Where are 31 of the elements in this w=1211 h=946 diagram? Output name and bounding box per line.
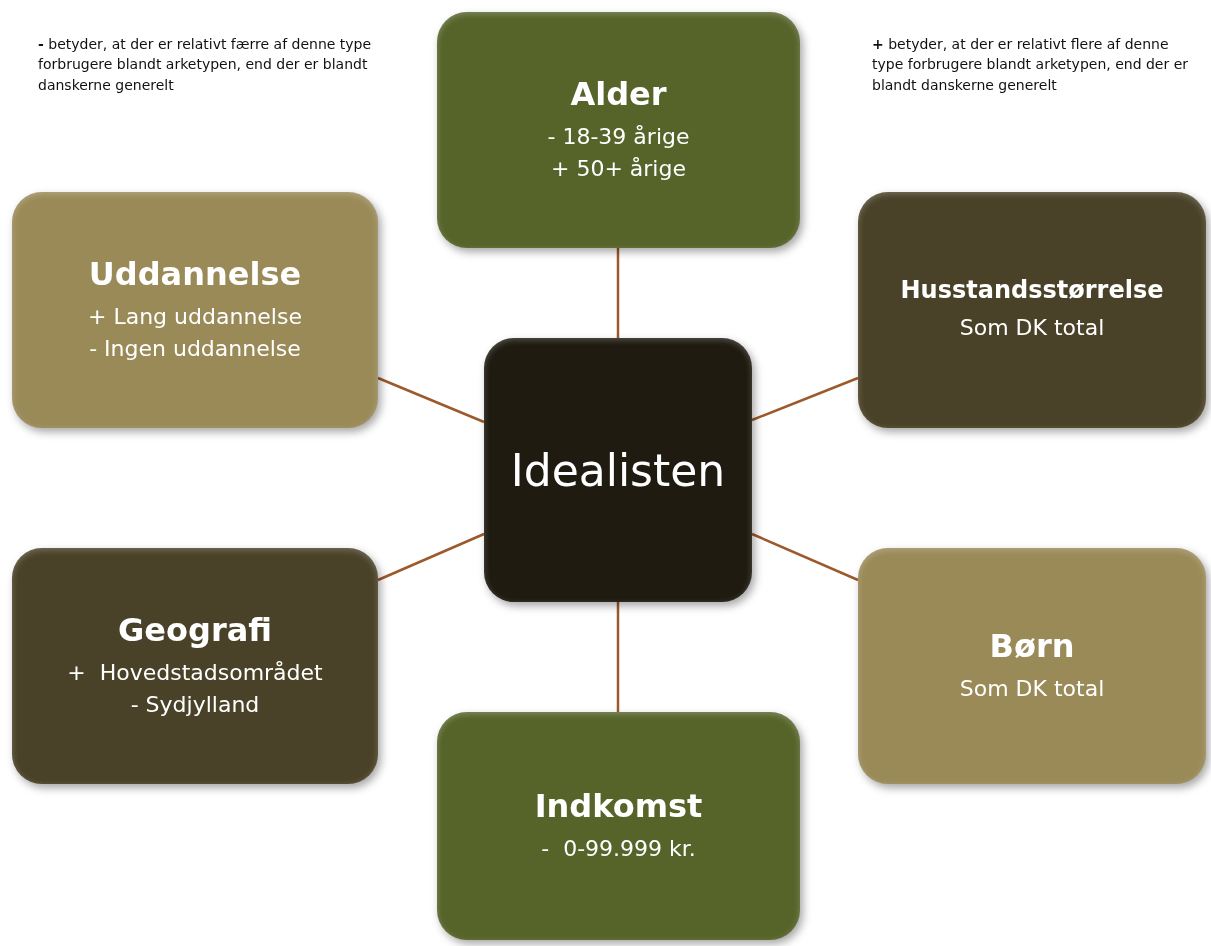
box-text: + Hovedstadsområdet <box>67 659 323 688</box>
box-text: + Lang uddannelse <box>88 303 302 332</box>
box-text: Som DK total <box>959 314 1105 343</box>
box-text: - Ingen uddannelse <box>89 335 301 363</box>
box-heading: Alder <box>570 75 667 114</box>
box-text: + 50+ årige <box>551 155 686 183</box>
box-text: - 18-39 årige <box>547 123 690 152</box>
connector-line <box>616 602 620 712</box>
box-heading: Indkomst <box>534 787 703 826</box>
note-text: + betyder, at der er relativt flere af denne type forbrugere blandt arketypen, end der er blandt danskerne generelt <box>872 35 1190 95</box>
category-box <box>858 192 1206 428</box>
box-heading: Uddannelse <box>88 255 302 294</box>
category-box <box>858 548 1206 784</box>
box-heading: Børn <box>989 627 1075 666</box>
connector-line <box>377 376 485 424</box>
connector-line <box>751 376 859 422</box>
box-text: Som DK total <box>959 675 1105 704</box>
box-text: - 0-99.999 kr. <box>541 835 696 864</box>
category-box <box>437 12 800 248</box>
category-box <box>12 192 378 428</box>
box-heading: Idealisten <box>510 444 726 496</box>
box-heading: Husstandsstørrelse <box>900 276 1164 305</box>
connector-line <box>377 532 485 582</box>
box-heading: Geografi <box>118 611 272 650</box>
box-text: - Sydjylland <box>130 691 260 719</box>
category-box <box>437 712 800 940</box>
connector-line <box>616 248 620 338</box>
category-box <box>12 548 378 784</box>
connector-line <box>751 532 859 582</box>
note-text: - betyder, at der er relativt færre af denne type forbrugere blandt arketypen, end der er blandt danskerne generelt <box>38 35 373 95</box>
center-box <box>484 338 752 602</box>
